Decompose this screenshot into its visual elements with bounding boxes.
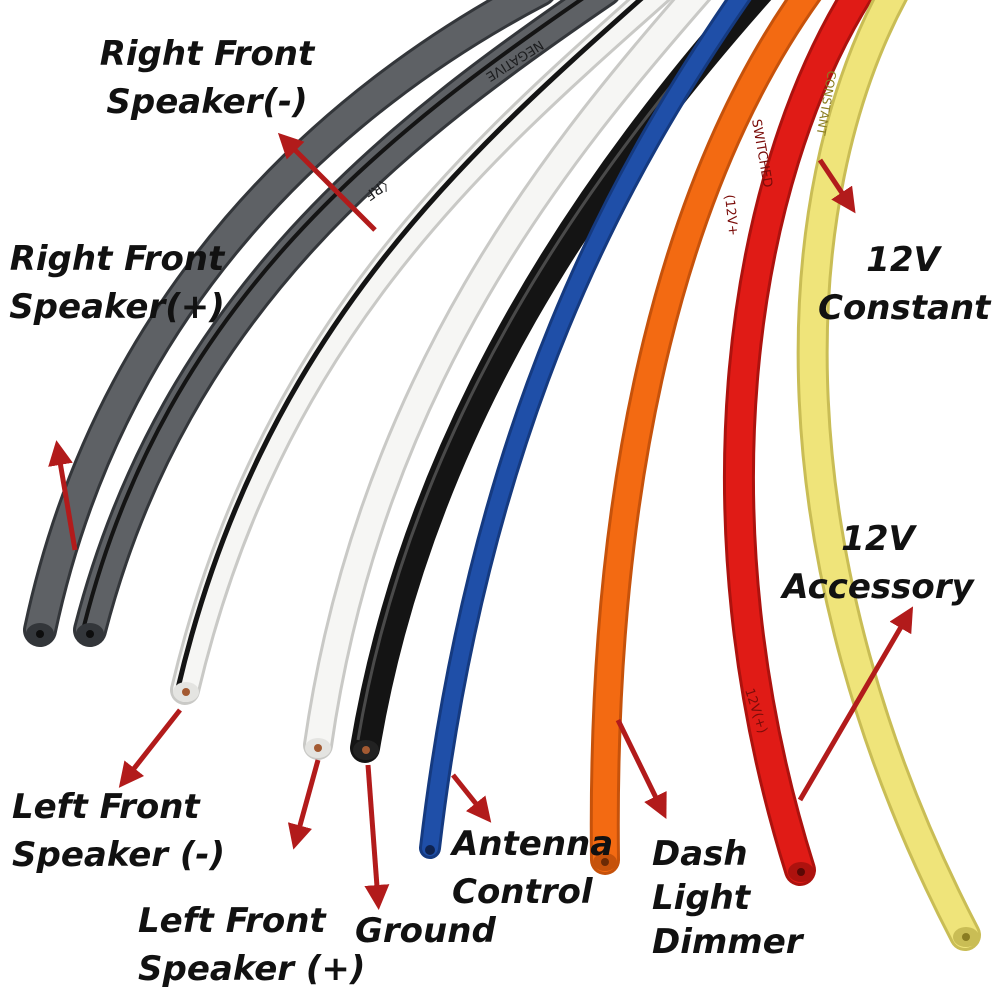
arrow-right-front-positive bbox=[48, 440, 78, 551]
arrow-12v-accessory bbox=[797, 606, 914, 802]
label-line: Control bbox=[452, 872, 593, 912]
wire-print-12v-upper: (12V+ bbox=[721, 194, 740, 237]
label-line: Speaker(+) bbox=[9, 287, 225, 327]
wire-yellow-12v-constant: CONSTANT bbox=[796, 0, 981, 951]
arrow-left-front-negative bbox=[118, 708, 182, 788]
label-line: Antenna bbox=[452, 824, 614, 864]
wire-orange-dash-light-dimmer bbox=[589, 0, 822, 875]
label-line: Constant bbox=[818, 288, 991, 328]
label-line: Left Front bbox=[12, 787, 200, 827]
label-line: 12V bbox=[866, 240, 940, 280]
label-line: Right Front bbox=[99, 34, 315, 74]
label-line: Right Front bbox=[9, 239, 225, 279]
label-12v-constant: 12V Constant bbox=[818, 236, 991, 332]
label-line: Speaker (-) bbox=[12, 835, 226, 875]
wire-gray-striped-right-front-negative bbox=[73, 0, 619, 647]
label-antenna-control: Antenna Control bbox=[452, 820, 613, 916]
wire-gray-right-front-positive bbox=[23, 0, 554, 647]
arrows bbox=[48, 132, 914, 910]
label-line: 12V bbox=[841, 519, 915, 559]
arrow-right-front-negative bbox=[277, 132, 377, 232]
wire-white-left-front-positive bbox=[303, 0, 712, 760]
label-dash-light-dimmer: Dash Light Dimmer bbox=[652, 832, 803, 964]
arrow-ground bbox=[364, 764, 390, 910]
label-line: Speaker (+) bbox=[138, 949, 366, 989]
label-line: Light bbox=[652, 878, 751, 918]
label-ground: Ground bbox=[355, 907, 496, 955]
wire-blue-antenna-control bbox=[419, 0, 752, 859]
arrow-12v-constant bbox=[817, 158, 856, 214]
label-line: Dash bbox=[652, 834, 748, 874]
label-line: Dimmer bbox=[652, 922, 803, 962]
label-left-front-speaker-positive: Left Front Speaker (+) bbox=[138, 897, 365, 993]
label-right-front-speaker-positive: Right Front Speaker(+) bbox=[2, 235, 232, 331]
arrow-antenna-control bbox=[451, 773, 492, 823]
label-line: Ground bbox=[355, 911, 496, 951]
wire-red-12v-accessory: SWITCHED (12V+ 12V(+) bbox=[721, 0, 873, 886]
arrow-left-front-positive bbox=[287, 759, 321, 850]
label-line: Speaker(-) bbox=[106, 82, 308, 122]
label-line: Left Front bbox=[138, 901, 326, 941]
label-left-front-speaker-negative: Left Front Speaker (-) bbox=[12, 783, 225, 879]
arrow-dash-light-dimmer bbox=[615, 718, 667, 819]
label-line: Accessory bbox=[782, 567, 974, 607]
wire-white-striped-left-front-negative bbox=[170, 0, 672, 705]
label-12v-accessory: 12V Accessory bbox=[778, 515, 978, 611]
label-right-front-speaker-negative: Right Front Speaker(-) bbox=[92, 30, 322, 126]
